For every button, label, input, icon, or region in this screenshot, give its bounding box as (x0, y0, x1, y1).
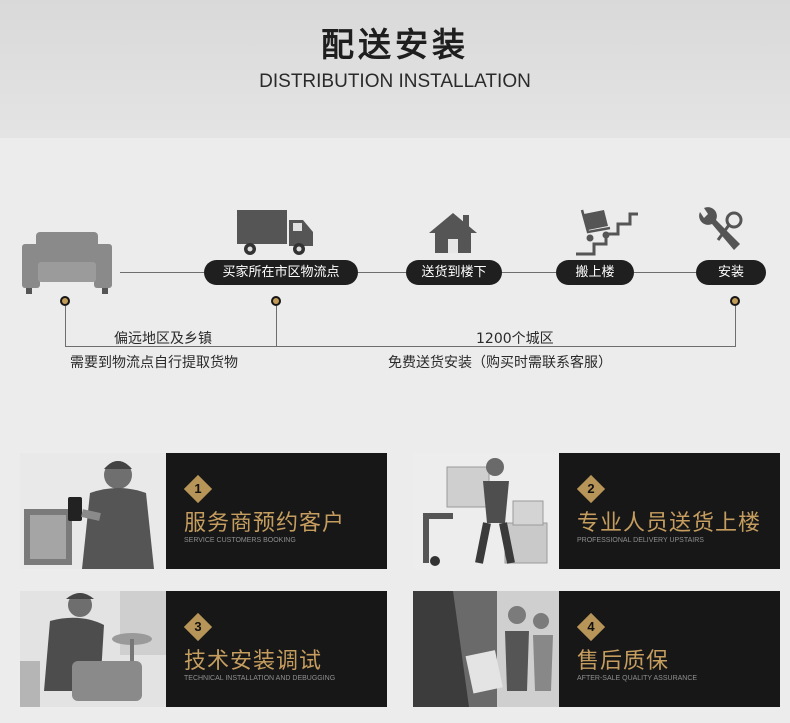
service-title: 专业人员送货上楼 (577, 511, 762, 536)
remote-area-note: 偏远地区及乡镇 (114, 331, 212, 347)
marker-dot (730, 296, 740, 306)
page-subtitle: DISTRIBUTION INSTALLATION (259, 71, 531, 92)
marker-dot (60, 296, 70, 306)
bracket-line (276, 306, 277, 346)
step-number-badge: 1 (183, 474, 213, 504)
marker-dot (271, 296, 281, 306)
service-card-warranty: 4 售后质保 AFTER-SALE QUALITY ASSURANCE (413, 591, 780, 707)
page-title: 配送安装 (321, 25, 469, 64)
sofa-icon (22, 232, 112, 294)
delivery-flow: 买家所在市区物流点 送货到楼下 搬上楼 安装 偏远地区及乡镇 需要到物流点自行提… (0, 138, 790, 450)
bracket-line (65, 306, 66, 346)
service-photo (20, 591, 166, 707)
service-card-installation: 3 技术安装调试 TECHNICAL INSTALLATION AND DEBU… (20, 591, 387, 707)
flow-connector (358, 272, 406, 273)
step-number-badge: 4 (576, 612, 606, 642)
header: 配送安装 DISTRIBUTION INSTALLATION (0, 0, 790, 138)
flow-connector (634, 272, 696, 273)
installer-sofa-icon (20, 591, 166, 707)
bracket-line (735, 306, 736, 346)
courier-boxes-icon (413, 453, 559, 569)
house-icon (429, 213, 477, 253)
step-carry-upstairs: 搬上楼 (556, 260, 634, 285)
service-title: 售后质保 (577, 649, 670, 674)
service-photo (20, 453, 166, 569)
technician-phone-icon (20, 453, 166, 569)
flow-connector (120, 272, 204, 273)
service-subtitle: TECHNICAL INSTALLATION AND DEBUGGING (184, 675, 336, 682)
service-photo (413, 453, 559, 569)
service-photo (413, 591, 559, 707)
remote-area-note-detail: 需要到物流点自行提取货物 (70, 355, 238, 371)
bracket-line (65, 346, 736, 347)
step-install: 安装 (696, 260, 766, 285)
family-clipboard-icon (413, 591, 559, 707)
step-number-badge: 2 (576, 474, 606, 504)
step-logistics-point: 买家所在市区物流点 (204, 260, 358, 285)
step-number-badge: 3 (183, 612, 213, 642)
service-card-booking: 1 服务商预约客户 SERVICE CUSTOMERS BOOKING (20, 453, 387, 569)
city-area-note-detail: 免费送货安装（购买时需联系客服） (388, 355, 612, 371)
truck-icon (237, 210, 313, 255)
flow-connector (502, 272, 556, 273)
stairs-cart-icon (576, 209, 638, 256)
service-subtitle: PROFESSIONAL DELIVERY UPSTAIRS (577, 537, 704, 544)
service-title: 服务商预约客户 (184, 511, 346, 536)
step-deliver-downstairs: 送货到楼下 (406, 260, 502, 285)
service-card-delivery: 2 专业人员送货上楼 PROFESSIONAL DELIVERY UPSTAIR… (413, 453, 780, 569)
service-title: 技术安装调试 (184, 649, 323, 674)
city-area-note: 1200个城区 (476, 331, 554, 347)
service-subtitle: SERVICE CUSTOMERS BOOKING (184, 537, 296, 544)
wrench-key-icon (699, 207, 743, 250)
service-subtitle: AFTER-SALE QUALITY ASSURANCE (577, 675, 698, 682)
